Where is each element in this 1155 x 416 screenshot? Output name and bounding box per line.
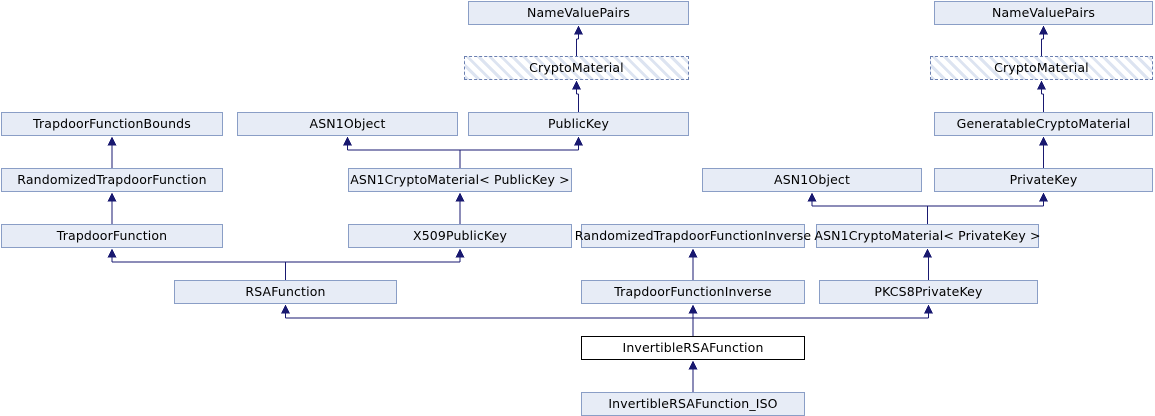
class-node-label: TrapdoorFunction — [56, 227, 168, 243]
class-node-X509PublicKey[interactable]: X509PublicKey — [348, 224, 572, 248]
class-node-InvertibleRSAFunction[interactable]: InvertibleRSAFunction — [581, 336, 805, 360]
class-node-RSAFunction[interactable]: RSAFunction — [174, 280, 397, 304]
class-node-CryptoMaterial_L[interactable]: CryptoMaterial — [464, 56, 689, 80]
class-node-GeneratableCryptoMaterial[interactable]: GeneratableCryptoMaterial — [934, 112, 1153, 136]
class-node-label: InvertibleRSAFunction_ISO — [608, 395, 778, 411]
class-node-RandomizedTrapdoorFunctionInverse[interactable]: RandomizedTrapdoorFunctionInverse — [575, 224, 811, 248]
class-node-label: CryptoMaterial — [529, 59, 624, 75]
class-node-PrivateKey[interactable]: PrivateKey — [934, 168, 1153, 192]
class-node-label: ASN1Object — [774, 171, 850, 187]
class-node-label: ASN1Object — [309, 115, 386, 131]
class-node-label: TrapdoorFunctionBounds — [33, 115, 191, 131]
class-node-label: CryptoMaterial — [994, 59, 1089, 75]
class-node-label: ASN1CryptoMaterial< PublicKey > — [350, 171, 570, 187]
class-node-RandomizedTrapdoorFunction[interactable]: RandomizedTrapdoorFunction — [1, 168, 223, 192]
class-node-label: PublicKey — [547, 115, 609, 131]
class-node-TrapdoorFunctionBounds[interactable]: TrapdoorFunctionBounds — [1, 112, 223, 136]
class-node-label: TrapdoorFunctionInverse — [614, 283, 772, 299]
class-node-label: NameValuePairs — [526, 4, 631, 20]
class-node-ASN1Object_R[interactable]: ASN1Object — [702, 168, 922, 192]
class-node-label: RandomizedTrapdoorFunction — [17, 171, 207, 187]
class-node-CryptoMaterial_R[interactable]: CryptoMaterial — [930, 56, 1153, 80]
class-node-label: X509PublicKey — [412, 227, 508, 243]
class-node-label: ASN1CryptoMaterial< PrivateKey > — [814, 227, 1041, 243]
class-node-label: InvertibleRSAFunction — [622, 339, 764, 355]
class-node-PublicKey[interactable]: PublicKey — [468, 112, 689, 136]
class-node-label: RandomizedTrapdoorFunctionInverse — [574, 227, 812, 243]
class-node-NameValuePairs_R[interactable]: NameValuePairs — [934, 1, 1153, 25]
class-node-NameValuePairs_L[interactable]: NameValuePairs — [468, 1, 689, 25]
class-node-PKCS8PrivateKey[interactable]: PKCS8PrivateKey — [819, 280, 1038, 304]
class-node-TrapdoorFunction[interactable]: TrapdoorFunction — [1, 224, 223, 248]
class-node-ASN1CryptoMaterialPrivateKey[interactable]: ASN1CryptoMaterial< PrivateKey > — [814, 224, 1040, 248]
class-node-InvertibleRSAFunction_ISO[interactable]: InvertibleRSAFunction_ISO — [581, 392, 805, 416]
class-node-ASN1CryptoMaterialPublicKey[interactable]: ASN1CryptoMaterial< PublicKey > — [348, 168, 572, 192]
class-node-ASN1Object_L[interactable]: ASN1Object — [237, 112, 458, 136]
class-node-label: NameValuePairs — [991, 4, 1096, 20]
class-node-label: RSAFunction — [245, 283, 326, 299]
class-node-label: PKCS8PrivateKey — [874, 283, 983, 299]
class-node-label: GeneratableCryptoMaterial — [956, 115, 1131, 131]
class-node-label: PrivateKey — [1009, 171, 1078, 187]
class-node-TrapdoorFunctionInverse[interactable]: TrapdoorFunctionInverse — [581, 280, 805, 304]
